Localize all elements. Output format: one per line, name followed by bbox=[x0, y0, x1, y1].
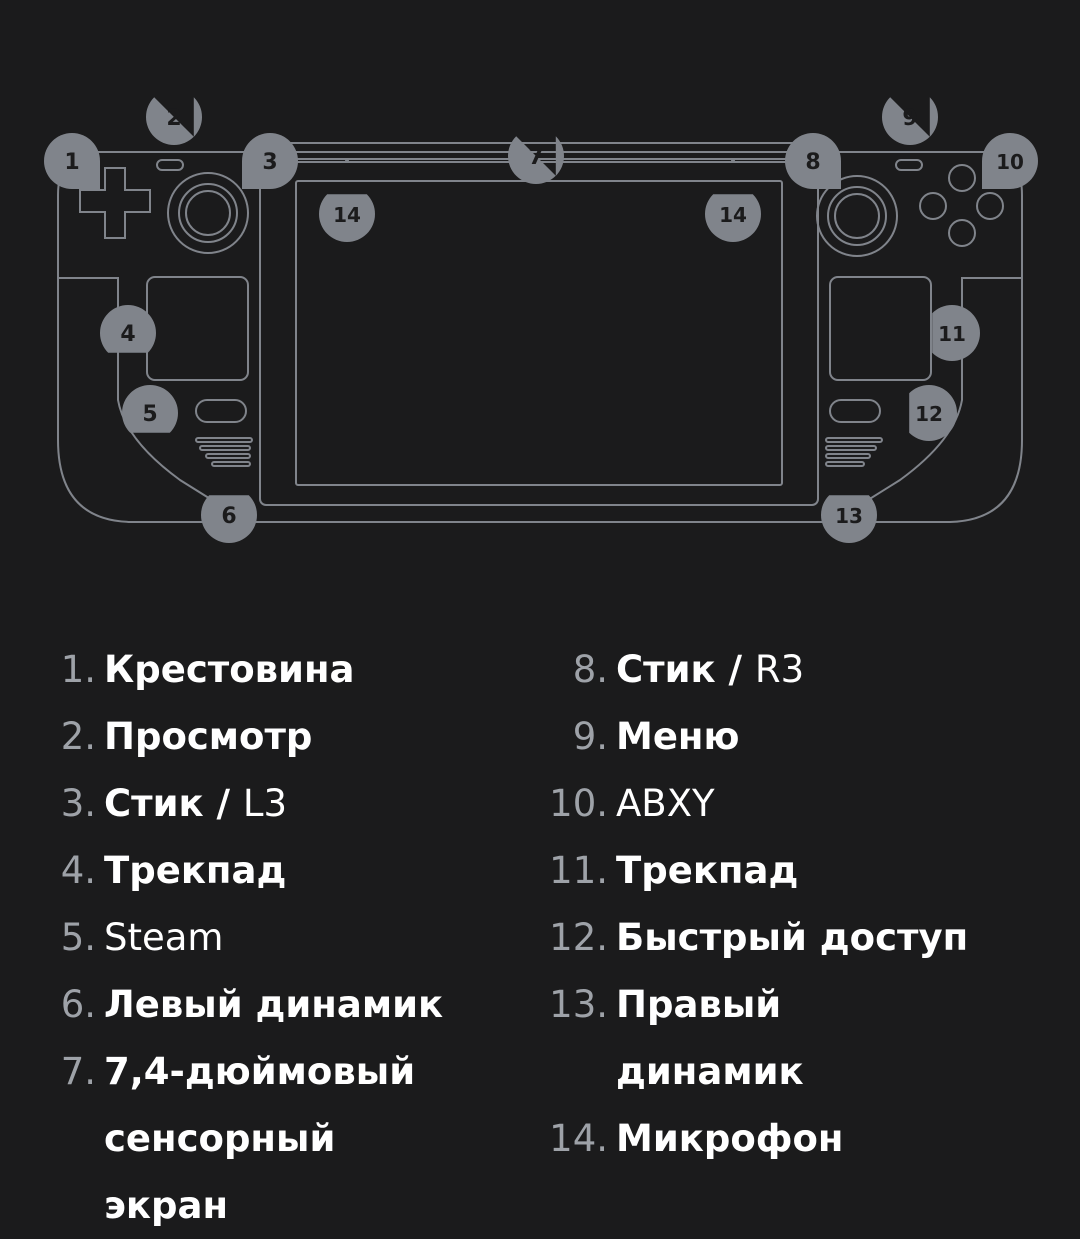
legend-label: Трекпад bbox=[616, 849, 799, 892]
legend-label: Просмотр bbox=[104, 715, 313, 758]
legend-label: Левый динамик bbox=[104, 983, 444, 1026]
marker-5: 5 bbox=[122, 385, 178, 433]
legend-number: 6. bbox=[60, 983, 96, 1026]
legend-item: 9. Меню bbox=[512, 703, 1080, 770]
quick-access-icon bbox=[829, 399, 881, 423]
legend-item: 8. Стик / R3 bbox=[512, 636, 1080, 703]
abxy-icon bbox=[919, 164, 1004, 247]
legend-label: Быстрый доступ bbox=[616, 916, 969, 959]
legend-label: Стик / R3 bbox=[616, 636, 804, 703]
svg-text:1: 1 bbox=[64, 150, 79, 175]
legend-label: Steam bbox=[104, 916, 224, 959]
legend-item: 3. Стик / L3 bbox=[0, 770, 540, 837]
svg-text:10: 10 bbox=[996, 150, 1024, 174]
marker-7: 7 bbox=[507, 136, 564, 184]
legend-left: 1. Крестовина 2. Просмотр 3. Стик / L3 4… bbox=[0, 636, 540, 1239]
svg-text:7: 7 bbox=[528, 145, 543, 170]
dpad-icon bbox=[79, 167, 151, 239]
legend-item: 4. Трекпад bbox=[0, 837, 540, 904]
marker-2: 2 bbox=[146, 97, 202, 145]
legend-item: 10. ABXY bbox=[512, 770, 1080, 837]
legend-number: 1. bbox=[60, 648, 96, 691]
marker-12: 12 bbox=[909, 384, 957, 442]
legend-item: 12. Быстрый доступ bbox=[512, 904, 1080, 971]
marker-14-right: 14 bbox=[705, 194, 761, 243]
left-trackpad-icon bbox=[146, 276, 249, 381]
marker-1: 1 bbox=[44, 133, 100, 189]
svg-text:2: 2 bbox=[166, 106, 181, 131]
legend-item: 14. Микрофон bbox=[512, 1105, 1080, 1172]
svg-text:11: 11 bbox=[938, 322, 966, 346]
menu-button-icon bbox=[895, 159, 923, 171]
legend-right: 8. Стик / R3 9. Меню 10. ABXY 11. Трекпа… bbox=[512, 636, 1080, 1172]
callouts: 1 2 3 7 8 9 10 bbox=[44, 97, 1038, 543]
legend-label: Меню bbox=[616, 715, 740, 758]
left-speaker-icon bbox=[195, 437, 253, 467]
svg-text:14: 14 bbox=[333, 203, 361, 227]
svg-text:6: 6 bbox=[221, 504, 236, 529]
legend-number: 7. bbox=[60, 1050, 96, 1093]
steam-deck-diagram: 1 2 3 7 8 9 10 bbox=[44, 97, 1038, 543]
right-speaker-icon bbox=[825, 437, 883, 467]
controls bbox=[79, 159, 1004, 467]
legend-label-light: L3 bbox=[242, 782, 288, 825]
svg-text:12: 12 bbox=[915, 402, 943, 426]
svg-text:13: 13 bbox=[835, 504, 863, 528]
right-stick-icon bbox=[816, 175, 898, 257]
legend-item: 11. Трекпад bbox=[512, 837, 1080, 904]
legend-item: 7. 7,4-дюймовый сенсорный экран bbox=[0, 1038, 540, 1239]
legend-item: 1. Крестовина bbox=[0, 636, 540, 703]
legend-label: Крестовина bbox=[104, 648, 355, 691]
legend-number: 14. bbox=[549, 1117, 608, 1160]
legend-label: Трекпад bbox=[104, 849, 287, 892]
svg-text:8: 8 bbox=[805, 150, 820, 175]
marker-14-left: 14 bbox=[319, 194, 375, 242]
legend-label-bold: Стик / bbox=[104, 782, 243, 825]
marker-3: 3 bbox=[242, 133, 298, 189]
marker-11: 11 bbox=[932, 304, 980, 361]
svg-text:9: 9 bbox=[902, 106, 917, 131]
legend-label: Правый динамик bbox=[616, 983, 804, 1093]
marker-6: 6 bbox=[201, 495, 257, 543]
legend-label: 7,4-дюймовый сенсорный экран bbox=[104, 1050, 416, 1227]
legend-label: ABXY bbox=[616, 782, 715, 825]
legend-number: 8. bbox=[572, 648, 608, 691]
legend-item: 2. Просмотр bbox=[0, 703, 540, 770]
legend-number: 3. bbox=[60, 782, 96, 825]
legend-item: 5. Steam bbox=[0, 904, 540, 971]
legend-number: 5. bbox=[60, 916, 96, 959]
left-stick-icon bbox=[167, 172, 249, 254]
view-button-icon bbox=[156, 159, 184, 171]
legend-number: 9. bbox=[572, 715, 608, 758]
legend-label-light: R3 bbox=[754, 648, 805, 691]
legend-label: Стик / L3 bbox=[104, 770, 287, 837]
device-outline bbox=[57, 142, 1023, 523]
legend-number: 4. bbox=[60, 849, 96, 892]
legend-number: 10. bbox=[549, 782, 608, 825]
legend-number: 2. bbox=[60, 715, 96, 758]
marker-8: 8 bbox=[785, 133, 841, 189]
svg-text:3: 3 bbox=[262, 150, 277, 175]
legend-number: 11. bbox=[549, 849, 608, 892]
legend-item: 13. Правый динамик bbox=[512, 971, 1080, 1105]
svg-text:14: 14 bbox=[719, 203, 747, 227]
steam-button-icon bbox=[195, 399, 247, 423]
marker-4: 4 bbox=[100, 305, 156, 353]
legend-label-bold: Стик / bbox=[616, 648, 755, 691]
marker-13: 13 bbox=[820, 495, 877, 543]
legend-label: Микрофон bbox=[616, 1117, 844, 1160]
marker-9: 9 bbox=[881, 97, 938, 146]
legend-number: 13. bbox=[549, 983, 608, 1026]
legend-number: 12. bbox=[549, 916, 608, 959]
legend-item: 6. Левый динамик bbox=[0, 971, 540, 1038]
right-trackpad-icon bbox=[829, 276, 932, 381]
marker-10: 10 bbox=[982, 133, 1038, 189]
svg-text:5: 5 bbox=[142, 402, 157, 427]
svg-text:4: 4 bbox=[120, 322, 135, 347]
